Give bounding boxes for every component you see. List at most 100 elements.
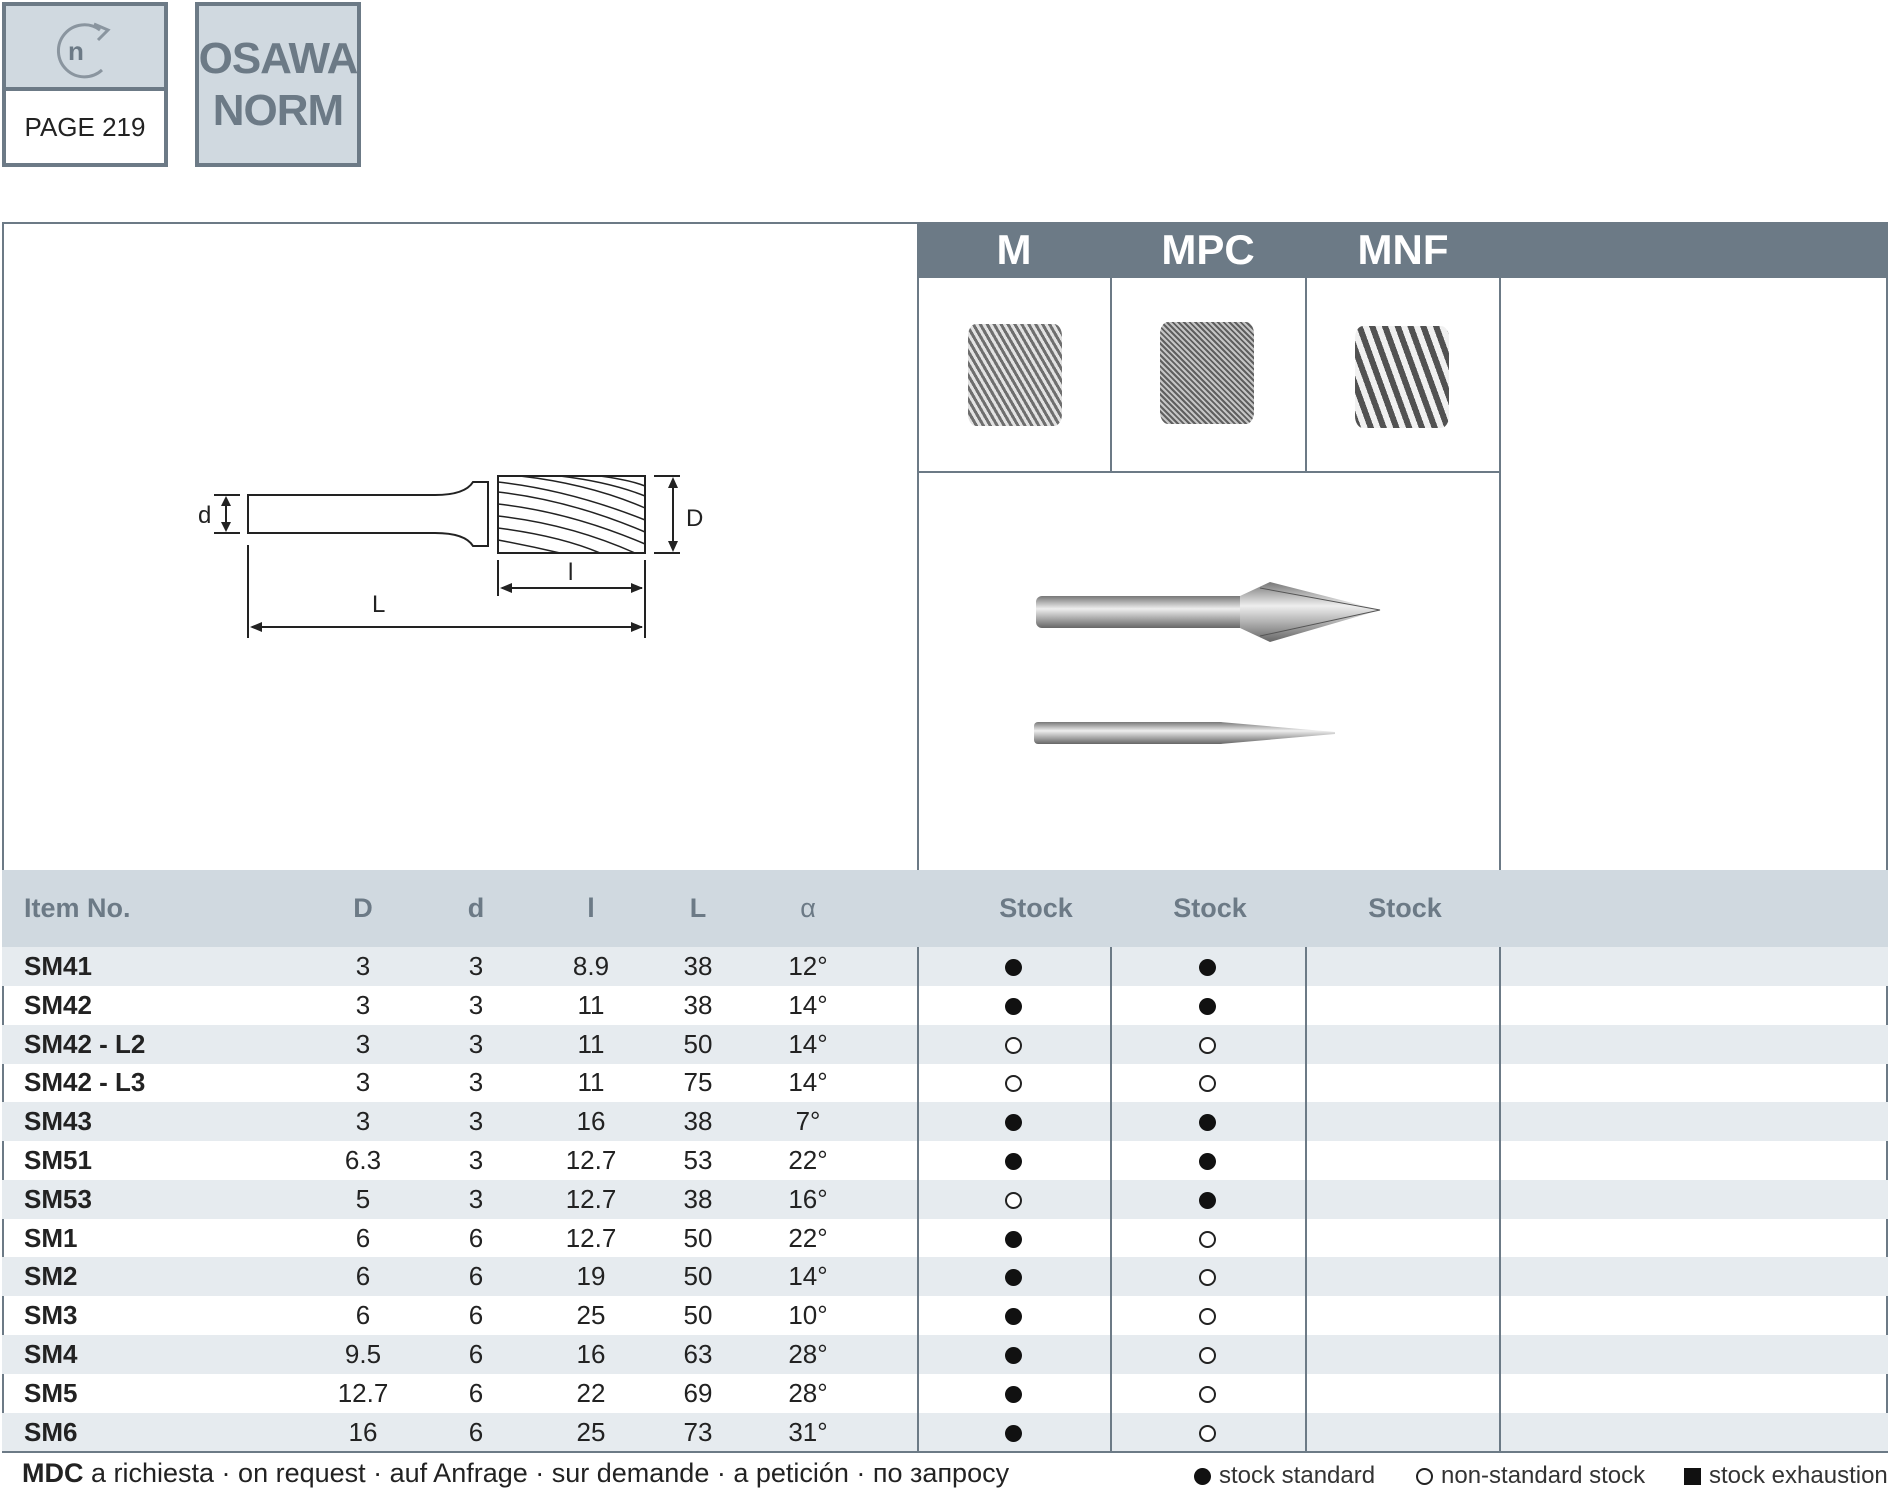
- legend-standard: stock standard: [1194, 1462, 1375, 1490]
- stock-m-filled-circle-icon: [1005, 1153, 1022, 1170]
- item-no: SM2: [24, 1261, 78, 1292]
- cell-l: 16: [576, 1339, 606, 1369]
- cell-L: 38: [683, 1106, 713, 1137]
- header-alpha: α: [800, 893, 816, 923]
- cell-alpha: 14°: [788, 1028, 828, 1059]
- cell-alpha: 31°: [788, 1416, 828, 1447]
- legend-exhaustion: stock exhaustion: [1684, 1462, 1888, 1490]
- stock-mpc-open-circle-icon: [1199, 1424, 1216, 1442]
- stock-mpc-filled-circle-icon: [1199, 1153, 1216, 1170]
- cell-L: 50: [683, 1261, 713, 1292]
- mnf-cut-image: [1355, 326, 1449, 428]
- cell-l: 11: [577, 989, 605, 1020]
- cell-alpha: 10°: [788, 1300, 828, 1331]
- item-no: SM42 - L3: [24, 1067, 146, 1098]
- cell-alpha: 28°: [788, 1377, 828, 1408]
- variant-header: M MPC MNF: [917, 222, 1888, 278]
- cell-d: 6: [468, 1222, 484, 1253]
- stock-m-filled-circle-icon: [1005, 1230, 1022, 1248]
- cell-alpha: 22°: [788, 1222, 828, 1253]
- item-no: SM53: [24, 1183, 92, 1214]
- label-L: L: [372, 591, 385, 618]
- bur-product-image: [1034, 582, 1381, 744]
- header-l: l: [587, 893, 595, 923]
- norm-line1: OSAWA: [198, 33, 359, 83]
- cell-alpha: 12°: [788, 951, 828, 981]
- cell-l: 12.7: [565, 1145, 617, 1175]
- stock-mpc-filled-circle-icon: [1199, 1191, 1216, 1209]
- cell-D: 3: [355, 1106, 371, 1137]
- cell-L: 75: [683, 1067, 713, 1098]
- cell-l: 11: [577, 1067, 605, 1098]
- header-D: D: [353, 893, 373, 923]
- label-d: d: [198, 502, 211, 529]
- mpc-cut-image: [1160, 322, 1254, 424]
- cell-D: 6: [355, 1222, 371, 1253]
- cell-d: 6: [468, 1377, 484, 1408]
- item-no: SM42 - L2: [24, 1028, 146, 1059]
- stock-mpc-open-circle-icon: [1199, 1269, 1216, 1287]
- filled-square-icon: [1684, 1467, 1701, 1485]
- cell-alpha: 14°: [788, 1261, 828, 1292]
- cell-D: 9.5: [344, 1339, 382, 1369]
- stock-mpc-filled-circle-icon: [1199, 997, 1216, 1015]
- item-no: SM3: [24, 1300, 78, 1331]
- item-no: SM5: [24, 1377, 78, 1408]
- stock-m-filled-circle-icon: [1005, 997, 1022, 1015]
- stock-mpc-filled-circle-icon: [1199, 959, 1216, 976]
- cell-D: 3: [355, 951, 371, 981]
- cell-d: 3: [468, 1067, 484, 1098]
- cell-d: 6: [468, 1300, 484, 1331]
- cell-d: 3: [468, 1145, 484, 1175]
- cell-alpha: 14°: [788, 989, 828, 1020]
- norm-line2: NORM: [212, 85, 344, 135]
- header-stock-mnf: Stock: [1368, 893, 1442, 923]
- stock-m-open-circle-icon: [1005, 1036, 1022, 1054]
- stock-mpc-open-circle-icon: [1199, 1385, 1216, 1403]
- stock-m-filled-circle-icon: [1005, 1114, 1022, 1132]
- header-L: L: [689, 893, 707, 923]
- cell-L: 38: [683, 1183, 713, 1214]
- stock-m-filled-circle-icon: [1005, 1269, 1022, 1287]
- stock-mpc-open-circle-icon: [1199, 1308, 1216, 1326]
- cell-l: 25: [576, 1416, 606, 1447]
- cell-l: 16: [576, 1106, 606, 1137]
- label-l: l: [568, 559, 573, 586]
- header-d: d: [467, 893, 485, 923]
- mdc-label: MDC: [22, 1458, 84, 1488]
- cell-L: 50: [683, 1300, 713, 1331]
- item-no: SM6: [24, 1416, 78, 1447]
- cell-L: 53: [683, 1145, 713, 1175]
- cell-d: 3: [468, 951, 484, 981]
- cell-D: 16: [348, 1416, 378, 1447]
- header-stock-mpc: Stock: [1173, 893, 1247, 923]
- filled-circle-icon: [1194, 1467, 1211, 1485]
- legend-non-standard: non-standard stock: [1416, 1462, 1645, 1490]
- stock-mpc-open-circle-icon: [1199, 1347, 1216, 1364]
- cell-l: 22: [576, 1377, 606, 1408]
- stock-mpc-open-circle-icon: [1199, 1075, 1216, 1093]
- cell-L: 69: [683, 1377, 713, 1408]
- cell-d: 3: [468, 1028, 484, 1059]
- item-no: SM4: [24, 1339, 78, 1369]
- cell-L: 73: [683, 1416, 713, 1447]
- cell-L: 38: [683, 951, 713, 981]
- open-circle-icon: [1416, 1467, 1433, 1485]
- cell-D: 6.3: [344, 1145, 382, 1175]
- header-item: Item No.: [24, 893, 131, 923]
- cell-l: 12.7: [565, 1222, 617, 1253]
- header-stock-m: Stock: [999, 893, 1073, 923]
- cell-d: 3: [468, 1183, 484, 1214]
- item-no: SM42: [24, 989, 92, 1020]
- cell-l: 11: [577, 1028, 605, 1059]
- cell-d: 3: [468, 1106, 484, 1137]
- cell-d: 6: [468, 1261, 484, 1292]
